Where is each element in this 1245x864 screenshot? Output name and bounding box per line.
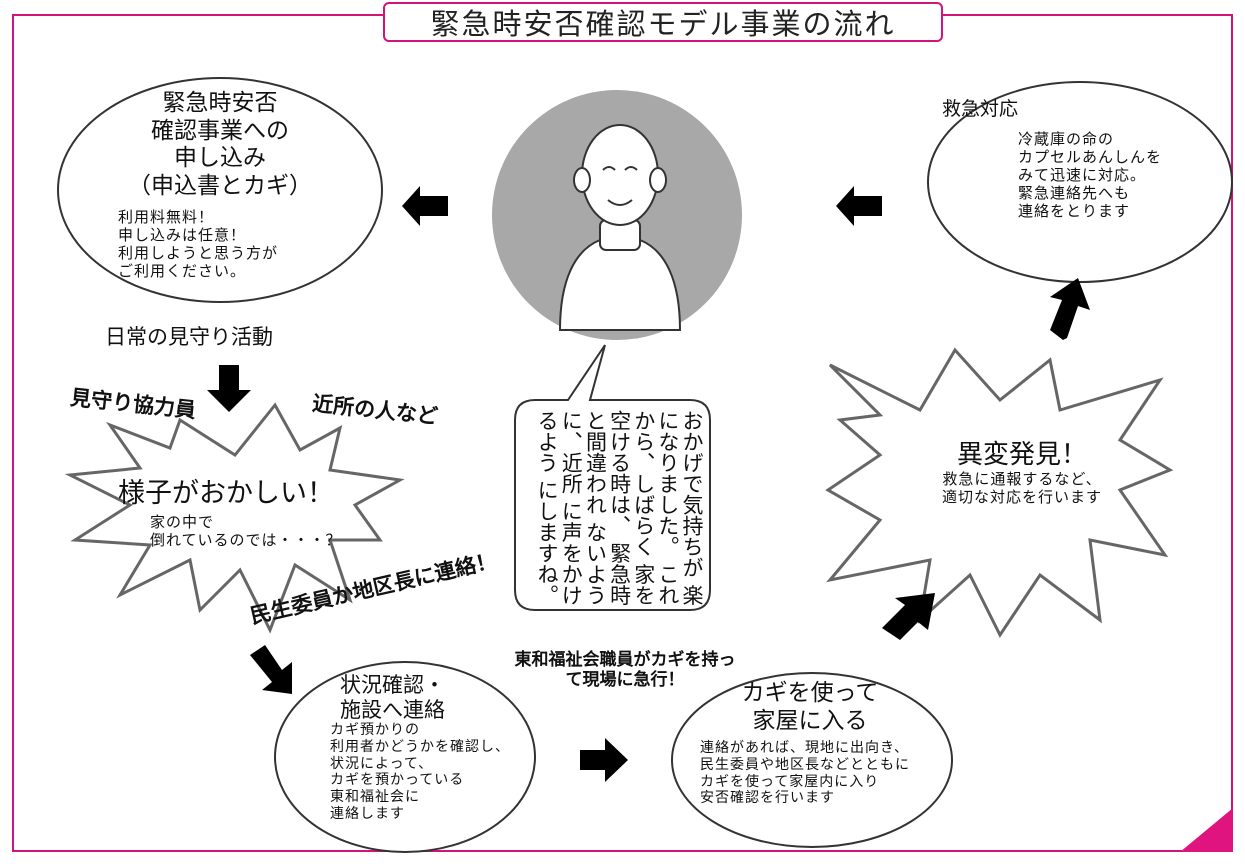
- anomaly-body: 救急に通報するなど、 適切な対応を行います: [941, 470, 1102, 506]
- enter-body: 連絡があれば、現地に出向き、 民生委員や地区長などとともに カギを使って家屋内に…: [700, 740, 910, 807]
- application-ellipse: [57, 77, 383, 303]
- arrow-down-right-icon: [250, 645, 292, 694]
- enter-ellipse: [671, 672, 953, 848]
- anomaly-heading: 異変発見！: [956, 440, 1087, 470]
- page-corner-fold: [1180, 808, 1233, 852]
- strange-heading: 様子がおかしい！: [118, 478, 334, 509]
- enter-heading: カギを使って 家屋に入る: [741, 680, 879, 734]
- arrow-right-icon: [580, 738, 628, 782]
- status-body: カギ預かりの 利用者かどうかを確認し、 状況によって、 カギを預かっている 東和…: [330, 722, 510, 822]
- arrow-up-right-icon: [882, 593, 935, 640]
- application-body: 利用料無料！ 申し込みは任意！ 利用しようと思う方が ご利用ください。: [118, 208, 279, 280]
- emergency-body: 冷蔵庫の命の カプセルあんしんを みて迅速に対応。 緊急連絡先へも 連絡をとりま…: [1018, 130, 1163, 220]
- strange-burst: [64, 402, 405, 634]
- status-heading: 状況確認・ 施設へ連絡: [340, 673, 445, 723]
- speech-text: おかげで気持ちが 楽になりました。 これから、しばらく 家を空ける時は、 緊急時…: [535, 410, 704, 606]
- speech-bubble: [514, 344, 711, 611]
- emergency-ellipse: [927, 81, 1233, 283]
- staff-rush-label: 東和福祉会職員がカギを持っ て現場に急行！: [514, 650, 736, 691]
- arrow-up-icon: [1050, 278, 1090, 340]
- arrow-down-icon: [207, 365, 251, 412]
- arrow-left-icon: [836, 186, 882, 226]
- strange-body: 家の中で 倒れているのでは・・・？: [150, 513, 342, 549]
- emergency-heading: 救急対応: [941, 98, 1018, 120]
- elderly-person-icon: [558, 124, 682, 331]
- anomaly-burst: [825, 347, 1174, 638]
- daily-watch-label: 日常の見守り活動: [105, 325, 273, 349]
- status-ellipse: [274, 661, 536, 853]
- arrow-left-icon: [402, 186, 448, 226]
- application-heading: 緊急時安否 確認事業への 申し込み （申込書とカギ）: [128, 90, 312, 199]
- page-title: 緊急時安否確認モデル事業の流れ: [383, 2, 943, 42]
